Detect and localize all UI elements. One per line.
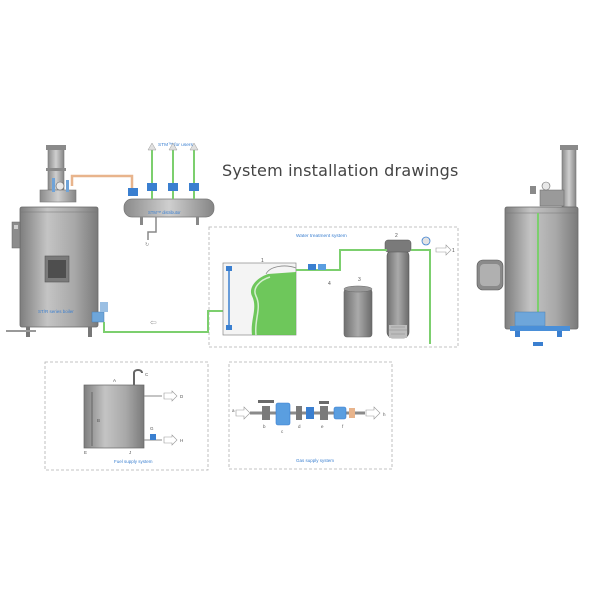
steam-distributor: ↻ STM™ for users STM™ distributor [123,142,215,248]
gas-train: a b c d e f h [232,400,386,434]
water-treatment-box [208,226,459,348]
right-boiler [476,145,579,346]
water-tank: 1 [222,258,297,336]
gas-label-c: c [281,429,284,434]
fuel-label-a: A [113,378,116,383]
raw-water-pipe [411,249,431,344]
gas-label-d: d [298,424,301,429]
label-4: 4 [328,281,331,287]
label-3: 3 [358,277,361,283]
gas-label-f: f [342,424,344,429]
gas-label-a: a [232,408,235,413]
fuel-label-d: D [180,394,184,399]
softener-column: 2 [384,233,412,339]
drain-symbol: ↻ [145,242,149,248]
steam-distributor-label: STM™ distributor [148,210,181,215]
gas-label-b: b [263,424,266,429]
label-1-inlet: 1 [452,248,455,254]
fuel-supply-label: Fuel supply system [114,459,153,464]
fuel-label-g: G [150,426,154,431]
gas-supply-box [228,361,393,470]
label-1-tank: 1 [261,258,264,264]
fuel-outlet-arrow-icon [163,434,178,446]
left-boiler: ST/R series boiler [6,145,108,337]
feed-water-pipe [103,310,233,333]
fuel-supply-box [44,361,209,471]
water-inlet-arrow-icon [435,244,452,256]
label-2: 2 [395,233,398,239]
gas-inlet-arrow-icon [235,406,251,420]
fuel-inlet-arrow-icon [163,390,178,402]
steam-users-label: STM™ for users [158,142,194,148]
steam-pipe [70,174,134,190]
boiler-label: ST/R series boiler [38,309,74,314]
flow-arrow-icon: ⇦ [150,318,157,327]
gas-supply-label: Gas supply system [296,458,334,463]
distributor-outlets [128,142,199,199]
fuel-label-b: B [97,418,100,423]
fuel-label-h: H [180,438,183,443]
fuel-label-e: E [84,450,87,455]
gas-label-h: h [383,412,386,417]
salt-tank: 3 [343,277,373,338]
water-treatment-label: Water treatment system [296,233,347,239]
gas-label-e: e [321,424,324,429]
fuel-tank: A C D B G H E J [83,369,184,455]
fuel-label-j: J [129,450,131,455]
fuel-label-c: C [145,372,149,377]
gas-outlet-arrow-icon [365,406,381,420]
diagram-title: System installation drawings [222,161,459,180]
